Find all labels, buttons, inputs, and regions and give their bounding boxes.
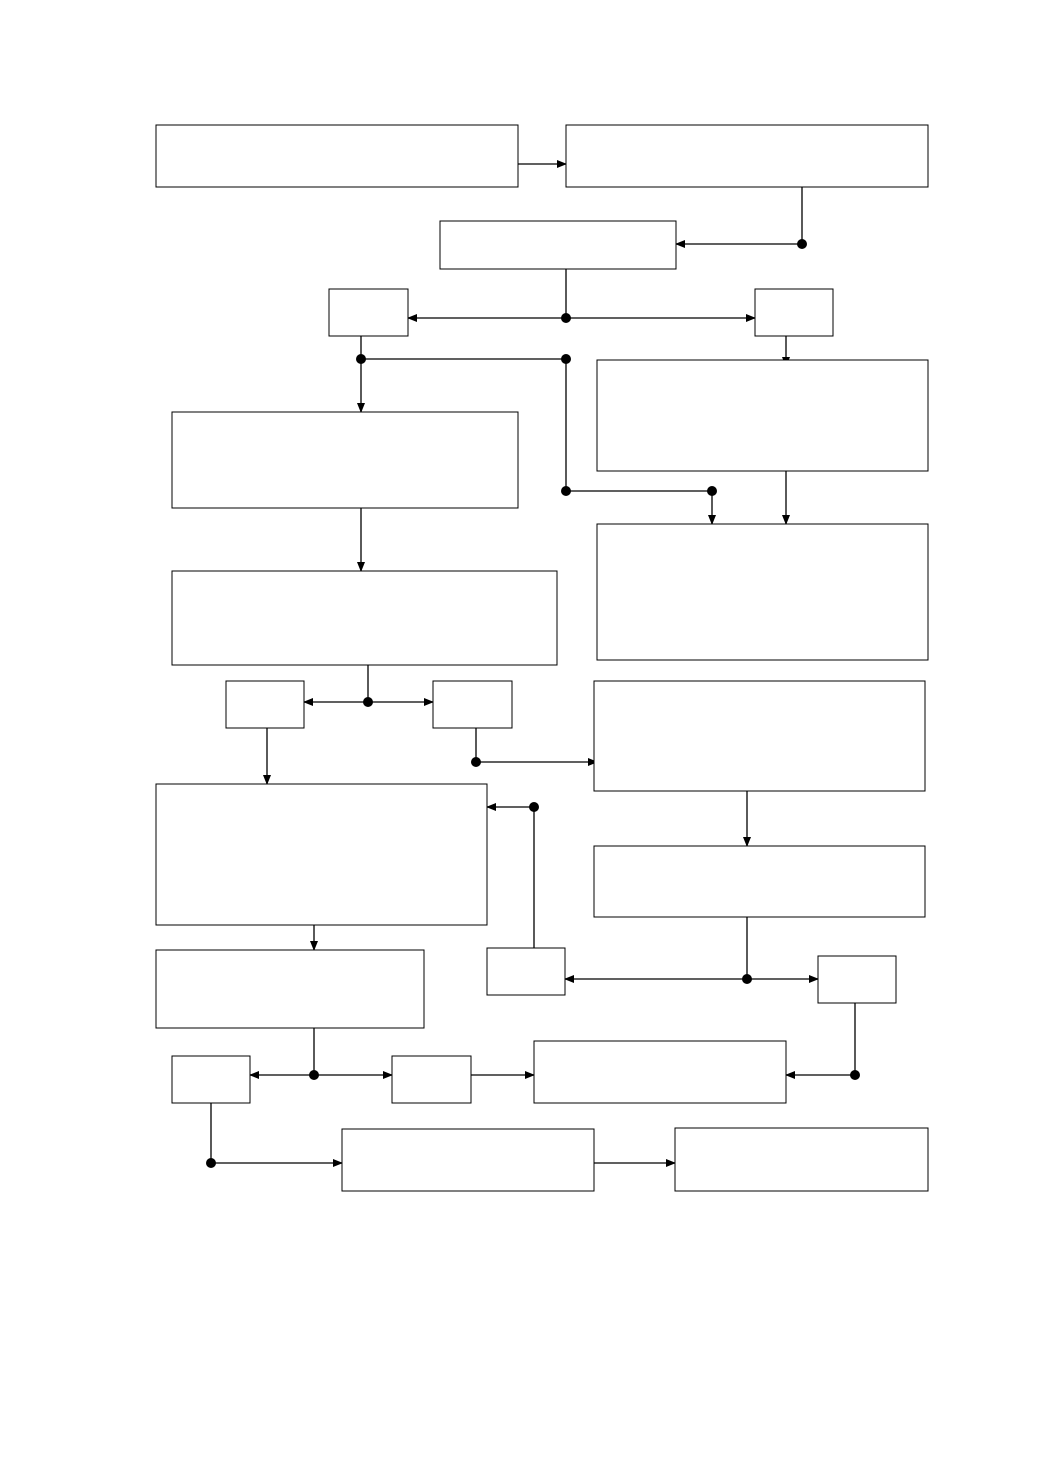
junction-dots	[206, 239, 860, 1168]
junction-dot-8	[471, 757, 481, 767]
connector-arrow-17	[475, 728, 598, 766]
box-outline	[171, 1055, 251, 1104]
process-box-left-mid-2	[171, 570, 558, 666]
process-box-top-right	[565, 124, 929, 188]
junction-dot-7	[363, 697, 373, 707]
connector-arrow-29	[210, 1103, 343, 1167]
box-outline	[754, 288, 834, 337]
process-box-left-lower	[155, 949, 425, 1029]
box-outline	[596, 523, 929, 661]
box-outline	[596, 359, 929, 472]
box-outline	[155, 124, 519, 188]
box-outline	[432, 680, 513, 729]
process-box-small-right-2	[432, 680, 513, 729]
process-box-right-mid-2	[593, 845, 926, 918]
box-outline	[328, 288, 409, 337]
process-box-left-large	[155, 783, 488, 926]
process-box-small-center	[486, 947, 566, 996]
box-outline	[593, 680, 926, 792]
box-outline	[817, 955, 897, 1004]
process-box-small-left-1	[328, 288, 409, 337]
junction-dot-4	[561, 354, 571, 364]
process-box-top-left	[155, 124, 519, 188]
junction-dot-12	[309, 1070, 319, 1080]
process-box-bottom-mid	[341, 1128, 595, 1192]
connector-arrow-24	[785, 1003, 856, 1079]
box-outline	[155, 783, 488, 926]
junction-dot-10	[742, 974, 752, 984]
box-outline	[674, 1127, 929, 1192]
process-box-small-right-3	[817, 955, 897, 1004]
box-outline	[171, 411, 519, 509]
process-box-center-lower	[533, 1040, 787, 1104]
process-box-small-left-3	[171, 1055, 251, 1104]
junction-dot-11	[850, 1070, 860, 1080]
process-box-small-mid-3	[391, 1055, 472, 1104]
box-outline	[439, 220, 677, 270]
junction-dot-2	[561, 313, 571, 323]
process-box-right-mid-1	[593, 680, 926, 792]
connector-arrow-7	[360, 336, 566, 360]
box-outline	[486, 947, 566, 996]
process-box-small-right-1	[754, 288, 834, 337]
process-box-right-upper-1	[596, 359, 929, 472]
box-outline	[533, 1040, 787, 1104]
junction-dot-6	[707, 486, 717, 496]
box-outline	[341, 1128, 595, 1192]
junction-dot-13	[206, 1158, 216, 1168]
process-box-decision-1	[439, 220, 677, 270]
connector-arrow-19	[486, 803, 535, 948]
box-outline	[391, 1055, 472, 1104]
connector-arrow-2	[675, 187, 803, 248]
box-outline	[593, 845, 926, 918]
junction-dot-9	[529, 802, 539, 812]
junction-dot-5	[561, 486, 571, 496]
junction-dot-1	[797, 239, 807, 249]
box-outline	[565, 124, 929, 188]
process-box-small-left-2	[225, 680, 305, 729]
box-outline	[171, 570, 558, 666]
box-outline	[155, 949, 425, 1029]
process-box-bottom-right	[674, 1127, 929, 1192]
process-box-left-mid-1	[171, 411, 519, 509]
process-boxes	[155, 124, 929, 1192]
junction-dot-3	[356, 354, 366, 364]
box-outline	[225, 680, 305, 729]
process-box-right-upper-2	[596, 523, 929, 661]
